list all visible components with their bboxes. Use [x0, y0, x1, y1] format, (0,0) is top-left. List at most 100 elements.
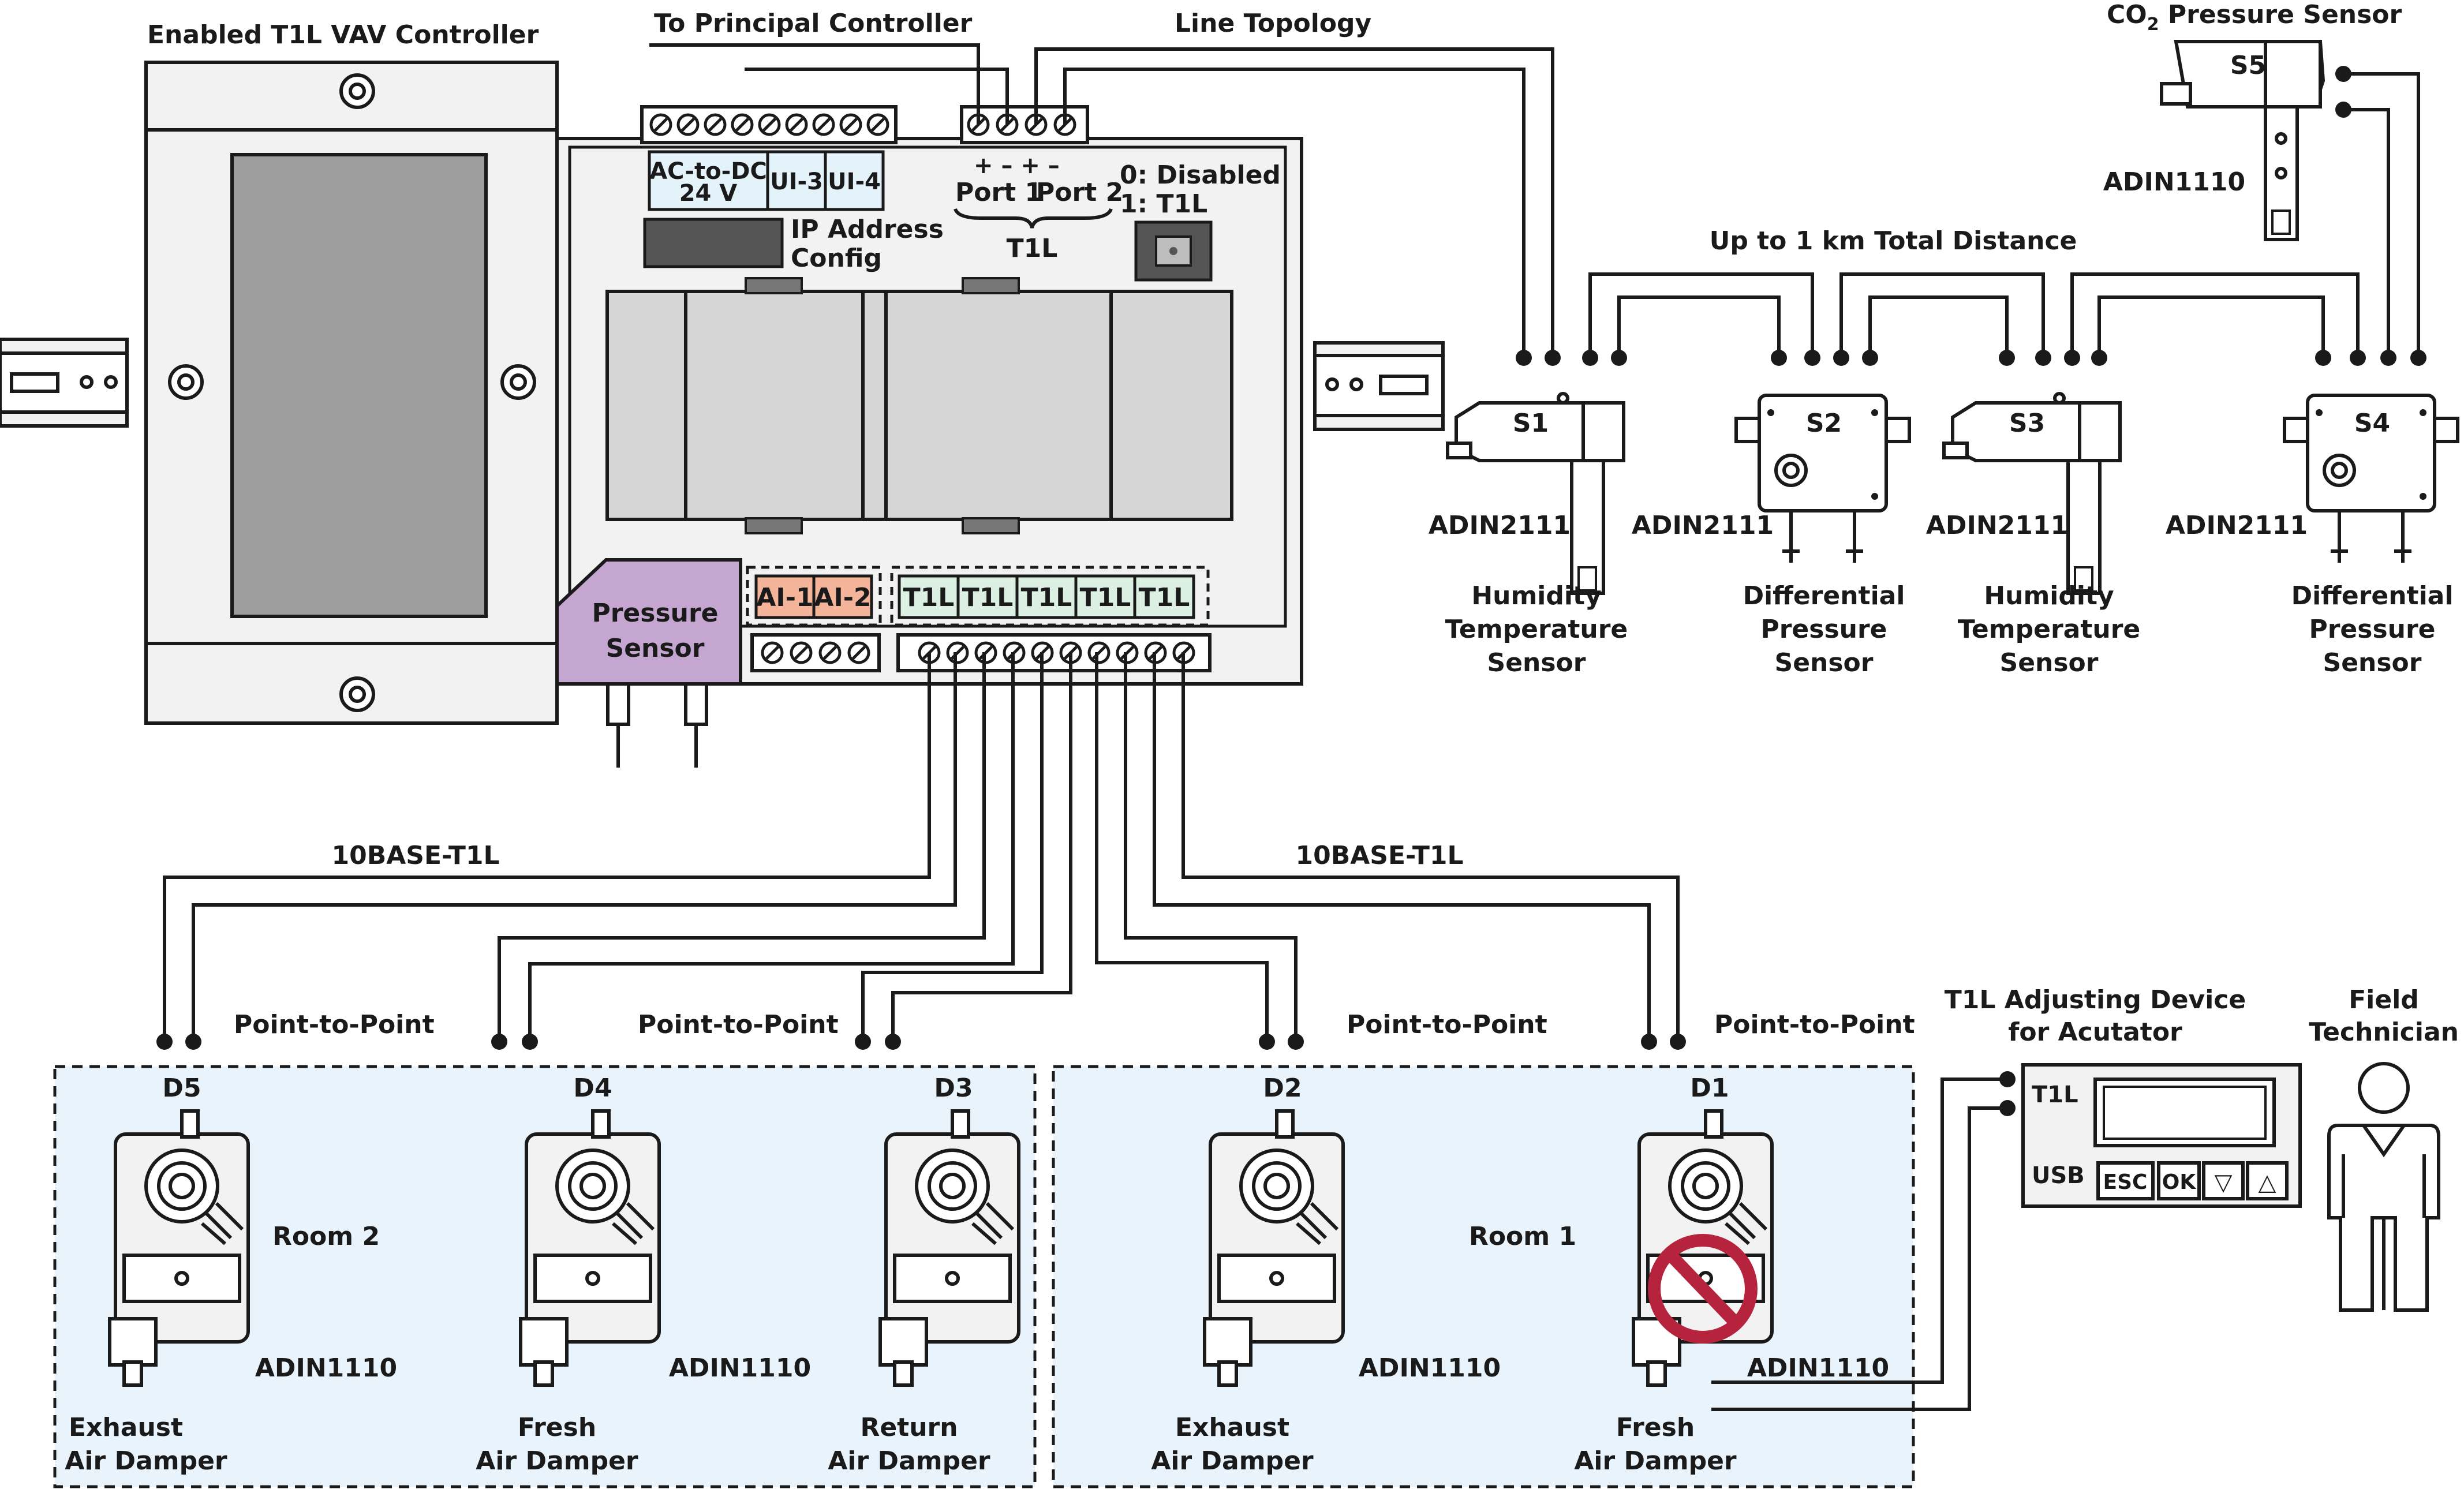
switch-t1l-label: 1: T1L: [1120, 189, 1207, 219]
connection-dot: [2035, 350, 2051, 366]
technician-icon: [2327, 1062, 2440, 1312]
din-rail-right: [1313, 341, 1445, 431]
co2-title: CO2 Pressure Sensor: [2107, 0, 2402, 35]
up-button[interactable]: [2246, 1161, 2289, 1200]
connection-dot: [1582, 350, 1598, 366]
link-label-left: 10BASE-T1L: [331, 841, 499, 870]
terminal-screw-slot: [817, 118, 831, 132]
terminal-screw-slot: [844, 118, 858, 132]
port-polarity: + – + –: [974, 152, 1060, 179]
damper-d3-desc: Air Damper: [828, 1446, 990, 1476]
terminal-screw-slot: [681, 118, 695, 132]
terminal-screws: [649, 113, 1195, 664]
damper-d1: D1 ADIN1110 Fresh Air Damper: [1574, 1073, 1889, 1476]
principal-wires: [649, 43, 1554, 358]
ip-dip-switch[interactable]: [643, 218, 784, 268]
t1l-adjusting-device[interactable]: T1L USB ESC OK ▽ △: [2021, 1063, 2302, 1208]
adjuster-t1l-label: T1L: [2032, 1082, 2078, 1108]
p2p-label: Point-to-Point: [638, 1010, 839, 1039]
controller-housing: [144, 61, 559, 725]
ai2-label: AI-2: [814, 583, 871, 612]
p2p-label: Point-to-Point: [234, 1010, 435, 1039]
p2p-label: Point-to-Point: [1714, 1010, 1915, 1039]
sensor-s4-id: S4: [2354, 409, 2390, 438]
damper-d2: D2 ADIN1110 Exhaust Air Damper: [1151, 1073, 1501, 1476]
line-topology-label: Line Topology: [1175, 9, 1371, 38]
ui3-label: UI-3: [770, 169, 823, 195]
pressure-sensor-block: Pressure Sensor: [555, 558, 742, 768]
sensor-s3-desc: Humidity: [1984, 581, 2114, 611]
sensor-s4-desc: Differential: [2291, 581, 2454, 611]
damper-d1-desc: Fresh: [1616, 1413, 1695, 1442]
sensor-s2: S2 ADIN2111 Differential Pressure Sensor: [1632, 395, 1909, 678]
terminal-screw-slot: [823, 646, 837, 660]
co2-sensor-id: S5: [2230, 51, 2266, 80]
pressure-sensor-label-2: Sensor: [606, 634, 705, 663]
damper-wires: [163, 652, 1680, 1042]
ui4-block: UI-4: [824, 150, 885, 211]
damper-d1-chip: ADIN1110: [1747, 1353, 1889, 1383]
pressure-sensor-label: Pressure: [592, 598, 718, 628]
down-button[interactable]: [2202, 1161, 2245, 1200]
sensor-s1-chip: ADIN2111: [1429, 511, 1571, 540]
co2-sensor-s5: CO2 Pressure Sensor S5 ADIN1110: [2103, 0, 2402, 241]
port-brace: [954, 208, 1113, 229]
damper-d3: D3 Return Air Damper: [828, 1073, 1019, 1476]
damper-d2-id: D2: [1263, 1073, 1302, 1103]
sensor-s2-desc: Sensor: [1775, 648, 1874, 678]
terminal-screw-slot: [735, 118, 749, 132]
connection-dot: [2335, 66, 2351, 82]
adjuster-title: T1L Adjusting Device: [1945, 985, 2246, 1015]
down-arrow-icon: ▽: [2215, 1169, 2233, 1196]
t1l-port-label: T1L: [1139, 583, 1190, 612]
terminal-screw-slot: [765, 646, 779, 660]
damper-d4-id: D4: [573, 1073, 612, 1103]
damper-d4: D4 ADIN1110 Fresh Air Damper: [476, 1073, 811, 1476]
connection-dot: [1833, 350, 1849, 366]
port1-label: Port 1: [955, 178, 1042, 207]
damper-d1-id: D1: [1690, 1073, 1729, 1103]
t1l-port-label: T1L: [1080, 583, 1131, 612]
terminal-screw-slot: [971, 118, 985, 132]
room-2-label: Room 2: [272, 1222, 380, 1251]
damper-d2-desc: Air Damper: [1151, 1446, 1314, 1476]
connection-dot: [1545, 350, 1561, 366]
ac-dc-block: AC-to-DC 24 V: [648, 150, 769, 211]
technician-label-2: Technician: [2309, 1017, 2459, 1047]
damper-d5-id: D5: [162, 1073, 201, 1103]
damper-d4-desc: Air Damper: [476, 1446, 638, 1476]
connection-dot: [2315, 350, 2331, 366]
esc-button[interactable]: [2096, 1161, 2155, 1200]
distance-label: Up to 1 km Total Distance: [1710, 226, 2077, 256]
sensor-s4: S4 ADIN2111 Differential Pressure Sensor: [2166, 395, 2458, 678]
sensor-s3-id: S3: [2009, 409, 2045, 438]
sensor-s2-id: S2: [1806, 409, 1842, 438]
connection-dot: [1771, 350, 1787, 366]
sensor-s3-desc: Temperature: [1958, 615, 2141, 644]
connection-dot: [1804, 350, 1820, 366]
terminal-screw-slot: [790, 118, 803, 132]
connection-dot: [2410, 350, 2426, 366]
sensor-s2-chip: ADIN2111: [1632, 511, 1774, 540]
ac-dc-label: AC-to-DC: [649, 158, 767, 185]
sensor-s3: S3 ADIN2111 Humidity Temperature Sensor: [1926, 394, 2140, 678]
terminal-screw-slot: [762, 118, 776, 132]
disabled-icon: [1648, 1234, 1758, 1344]
ok-button[interactable]: [2157, 1161, 2201, 1200]
damper-d3-desc: Return: [860, 1413, 958, 1442]
sensor-s3-chip: ADIN2111: [1926, 511, 2068, 540]
damper-d4-desc: Fresh: [518, 1413, 596, 1442]
technician-label: Field: [2349, 985, 2419, 1015]
terminal-screw-slot: [654, 118, 668, 132]
sensor-s1-desc: Humidity: [1471, 581, 1601, 611]
ui4-label: UI-4: [828, 169, 881, 195]
connection-dot: [2335, 102, 2351, 118]
connection-dot: [1862, 350, 1878, 366]
damper-d4-chip: ADIN1110: [669, 1353, 811, 1383]
ip-config-label: Config: [791, 244, 882, 273]
t1l-enable-switch[interactable]: [1134, 220, 1213, 282]
damper-d2-chip: ADIN1110: [1359, 1353, 1501, 1383]
ok-button-label: OK: [2162, 1170, 2197, 1194]
damper-d2-desc: Exhaust: [1175, 1413, 1289, 1442]
